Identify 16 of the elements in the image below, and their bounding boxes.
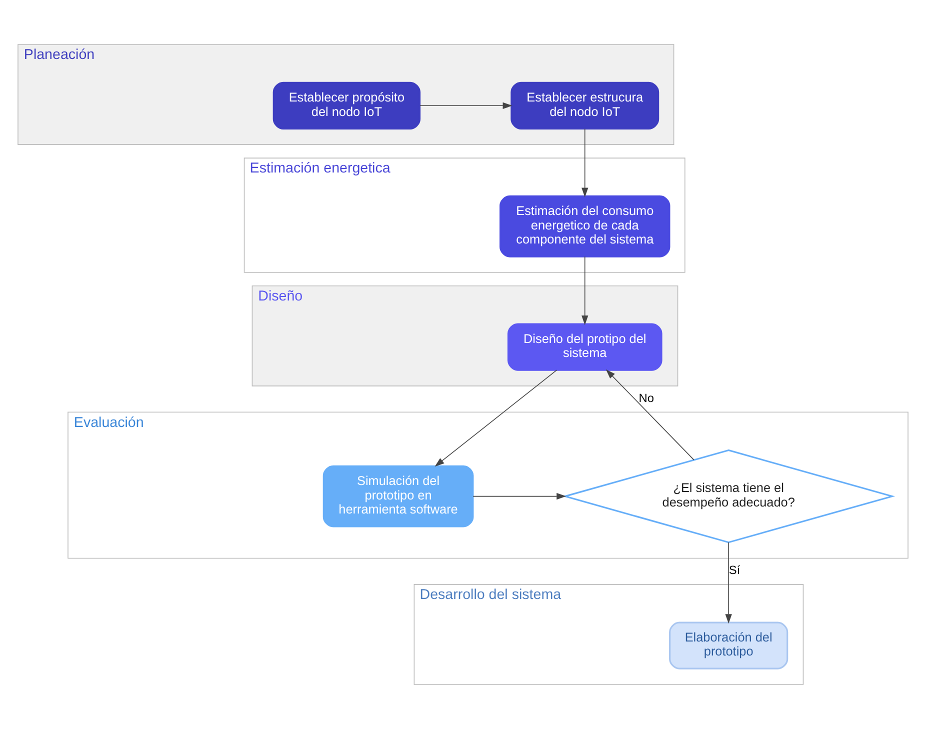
- arrow: [725, 542, 732, 624]
- node-box: Estimación del consumo energetico de cada componente del sistema: [500, 195, 670, 258]
- node-box: Simulación del prototipo en herramienta software: [322, 465, 474, 528]
- arrow: [434, 370, 558, 467]
- arrow: [606, 369, 694, 460]
- node-box: Establecer propósito del nodo IoT: [272, 82, 421, 130]
- arrow: [472, 492, 566, 500]
- edge-label: Sí: [728, 563, 740, 578]
- arrow: [582, 128, 588, 198]
- arrow: [420, 102, 512, 109]
- arrow: [582, 256, 588, 326]
- node-box: Elaboración del prototipo: [669, 622, 788, 670]
- node-box: Establecer estrucura del nodo IoT: [510, 82, 660, 130]
- node-diamond: ¿El sistema tiene el desempeño adecuado?: [562, 449, 896, 544]
- edge-label: No: [638, 390, 654, 405]
- node-box: Diseño del protipo del sistema: [507, 323, 662, 371]
